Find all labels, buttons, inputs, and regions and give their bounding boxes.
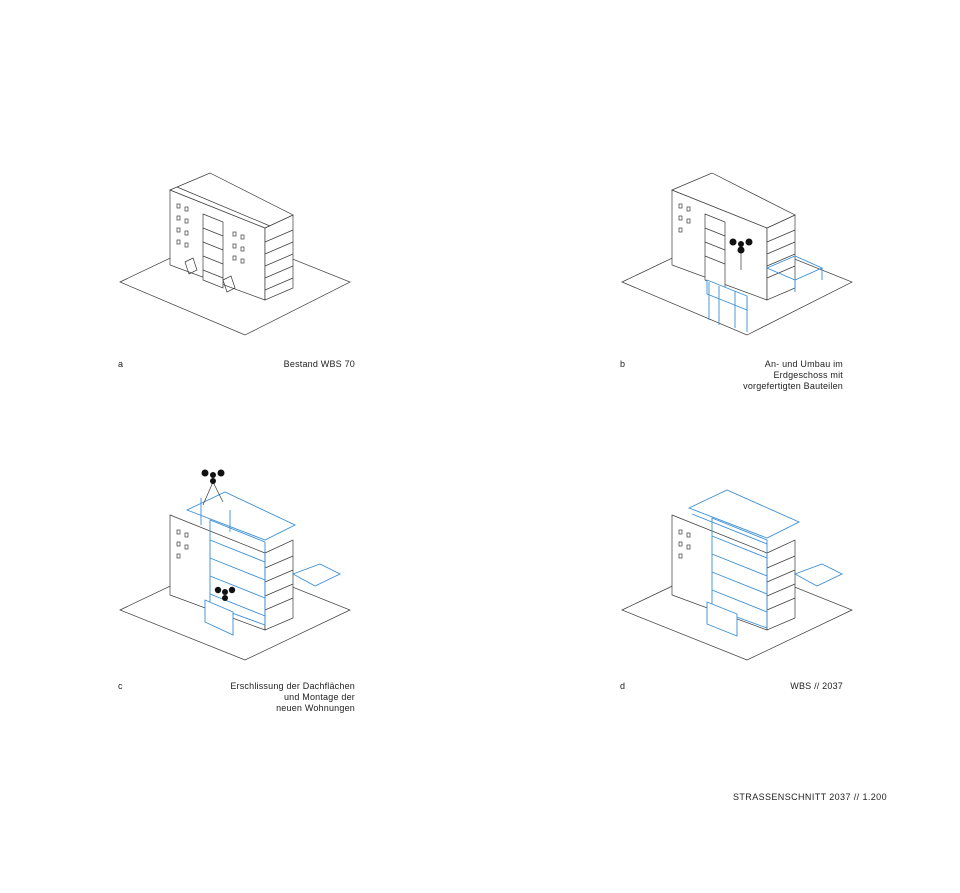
panel-caption: Bestand WBS 70: [283, 359, 355, 369]
diagram-panel-a: a Bestand WBS 70: [115, 170, 355, 430]
panel-caption: An- und Umbau im Erdgeschoss mit vorgefe…: [743, 359, 843, 391]
panel-letter: a: [118, 359, 124, 369]
building-drawing-b: [621, 172, 853, 336]
building-drawing-a: [119, 172, 351, 336]
building-drawing-d: [621, 489, 853, 661]
diagram-panel-d: d WBS // 2037: [617, 470, 857, 730]
panel-caption: WBS // 2037: [790, 681, 843, 691]
diagram-panel-c: c Erschlissung der Dachflächen und Monta…: [115, 469, 355, 730]
crane-icon: [214, 586, 236, 601]
building-drawing-c: [119, 469, 351, 661]
drawing-scale-label: STRASSENSCHNITT 2037 // 1.200: [733, 792, 887, 802]
panel-letter: b: [620, 359, 626, 369]
crane-icon: [729, 238, 753, 270]
panel-letter: c: [118, 681, 123, 691]
diagram-panel-b: b An- und Umbau im Erdgeschoss mit vorge…: [617, 170, 857, 430]
panel-caption: Erschlissung der Dachflächen und Montage…: [230, 681, 355, 713]
panel-letter: d: [620, 681, 626, 691]
crane-icon: [201, 469, 225, 506]
